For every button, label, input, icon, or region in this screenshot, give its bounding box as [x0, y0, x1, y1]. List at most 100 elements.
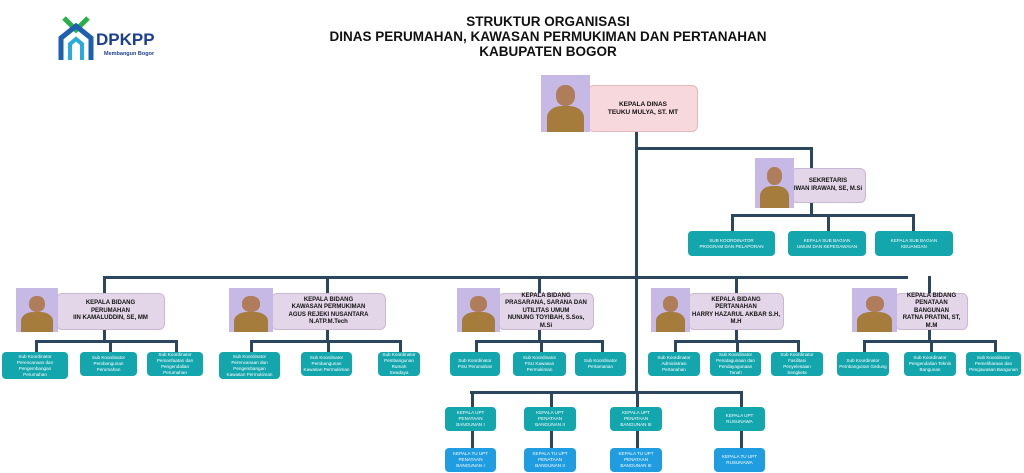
connector-line — [912, 214, 915, 231]
logo-icon — [58, 16, 94, 60]
connector-line — [635, 147, 813, 150]
connector-line — [810, 203, 813, 215]
bidang-head-photo — [229, 288, 273, 332]
connector-line — [601, 340, 604, 352]
connector-line — [538, 330, 541, 340]
connector-line — [103, 276, 106, 293]
connector-line — [540, 340, 543, 352]
face — [469, 295, 488, 312]
connector-line — [327, 340, 330, 352]
connector-line — [674, 340, 677, 352]
bidang-head-photo — [457, 288, 500, 332]
connector-line — [326, 276, 329, 293]
uniform — [546, 106, 585, 132]
bidang-head-photo — [651, 288, 690, 332]
connector-line — [740, 431, 743, 448]
face — [28, 295, 46, 312]
uniform — [234, 312, 268, 332]
connector-line — [399, 340, 402, 352]
connector-line — [731, 214, 915, 217]
uniform — [857, 312, 892, 332]
connector-line — [250, 340, 402, 343]
connector-line — [470, 391, 743, 394]
logo-name: DPKPP — [96, 30, 155, 49]
connector-line — [635, 130, 638, 392]
connector-line — [863, 340, 866, 352]
connector-line — [250, 340, 253, 352]
title-line-1: STRUKTUR ORGANISASI — [466, 14, 630, 29]
logo-tagline: Membangun Bogor — [104, 51, 155, 57]
connector-line — [471, 391, 474, 407]
face — [555, 85, 576, 106]
connector-line — [735, 330, 738, 340]
connector-line — [735, 276, 738, 293]
title-line-3: KABUPATEN BOGOR — [479, 44, 617, 59]
connector-line — [930, 340, 933, 352]
connector-line — [740, 391, 743, 407]
face — [865, 295, 884, 312]
connector-line — [994, 340, 997, 352]
connector-line — [103, 276, 908, 279]
connector-line — [35, 340, 38, 352]
connector-line — [475, 340, 478, 352]
uniform — [655, 312, 686, 332]
connector-line — [550, 391, 553, 407]
kepala-dinas-photo — [541, 75, 590, 132]
uniform — [759, 185, 790, 208]
title-line-2: DINAS PERUMAHAN, KAWASAN PERMUKIMAN DAN … — [329, 29, 767, 44]
connector-line — [475, 340, 604, 343]
connector-line — [736, 340, 739, 352]
face — [242, 295, 260, 312]
page-title: STRUKTUR ORGANISASI DINAS PERUMAHAN, KAW… — [300, 14, 796, 59]
connector-line — [797, 340, 800, 352]
connector-line — [636, 431, 639, 448]
uniform — [462, 312, 495, 332]
connector-line — [636, 391, 639, 407]
face — [766, 167, 783, 185]
connector-line — [810, 147, 813, 168]
face — [662, 295, 679, 312]
connector-line — [731, 214, 734, 231]
connector-line — [103, 330, 106, 340]
connector-line — [326, 330, 329, 340]
bidang-head-photo — [852, 288, 897, 332]
connector-line — [109, 340, 112, 352]
connector-line — [175, 340, 178, 352]
uniform — [21, 312, 53, 332]
connector-line — [827, 214, 830, 231]
connector-line — [928, 330, 931, 340]
connector-line — [928, 276, 931, 293]
connector-line — [538, 276, 541, 293]
